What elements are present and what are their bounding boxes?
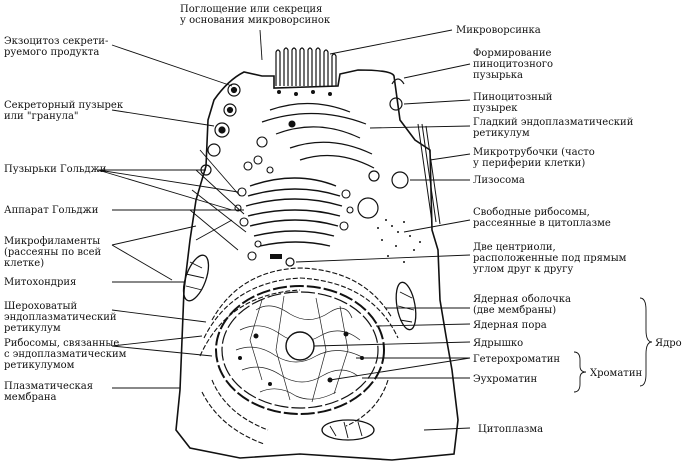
label-plasma-membrane-line-1: Плазматическая [4, 381, 93, 392]
label-centrioles-line-1: Две центриоли, [473, 242, 556, 253]
label-ribosomes-er-line-2: с эндоплазматическим [4, 349, 127, 360]
label-ribosomes-er-line-1: Рибосомы, связанные [4, 338, 119, 349]
label-microfilaments-line-1: Микрофиламенты [4, 236, 100, 247]
upper-organelles [243, 120, 296, 174]
golgi-vesicles [234, 187, 354, 261]
label-pinocytic-vesicle-line-1: Пиноцитозный [473, 92, 553, 103]
label-cytoplasm: Цитоплазма [478, 424, 543, 435]
label-rough-er-line-2: эндоплазматический [4, 312, 117, 323]
label-centrioles-line-2: расположенные под прямым [473, 253, 627, 264]
label-centrioles-line-3: углом друг к другу [473, 264, 573, 275]
label-lysosome: Лизосома [473, 175, 525, 186]
label-golgi-apparatus: Аппарат Гольджи [4, 205, 99, 216]
heterochromatin [238, 331, 364, 386]
smooth-er [261, 102, 375, 169]
label-pinocytic-vesicle-line-2: пузырек [473, 103, 518, 114]
label-nuclear-envelope-line-1: Ядерная оболочка [473, 294, 571, 305]
chromatin-network [235, 295, 365, 403]
label-rough-er-line-1: Шероховатый [4, 301, 77, 312]
microvillus-granules [277, 90, 332, 96]
label-ribosomes-er-line-3: ретикулумом [4, 360, 75, 371]
label-nuclear-pore: Ядерная пора [473, 320, 547, 331]
label-microfilaments-line-3: клетке) [4, 258, 44, 269]
label-top-uptake-line-1: Поглощение или секреция [180, 4, 322, 15]
leader-lines [97, 29, 653, 431]
label-pinocytic-formation-line-1: Формирование [473, 48, 552, 59]
secretory-vesicles [200, 83, 241, 176]
label-exocytosis-line-2: руемого продукта [4, 47, 99, 58]
microvilli [275, 47, 337, 86]
label-euchromatin: Эухроматин [473, 374, 538, 385]
microtubules [417, 123, 441, 225]
label-smooth-er-line-2: ретикулум [473, 128, 530, 139]
label-exocytosis-line-1: Экзоцитоз секрети- [4, 36, 108, 47]
centrioles [270, 254, 295, 267]
label-microvillus: Микроворсинка [456, 25, 541, 36]
label-rough-er-line-3: ретикулум [4, 323, 61, 334]
label-nuclear-envelope-line-2: (две мембраны) [473, 305, 556, 316]
label-secretory-vesicle-line-2: или "гранула" [4, 111, 79, 122]
nucleus [215, 285, 385, 415]
label-chromatin: Хроматин [590, 368, 642, 379]
label-plasma-membrane-line-2: мембрана [4, 392, 57, 403]
label-golgi-vesicles: Пузырьки Гольджи [4, 164, 107, 175]
plasma-membrane [175, 69, 459, 461]
label-microfilaments-line-2: (рассеяны по всей [4, 247, 102, 258]
nuclear-envelope [215, 285, 385, 415]
label-mitochondrion: Митохондрия [4, 277, 76, 288]
label-pinocytic-formation-line-2: пиноцитозного [473, 59, 553, 70]
pinocytic-vesicles [389, 78, 409, 189]
mitochondria [182, 254, 417, 441]
label-free-ribosomes-line-2: рассеянные в цитоплазме [473, 218, 611, 229]
golgi-apparatus [245, 177, 343, 247]
label-pinocytic-formation-line-3: пузырька [473, 70, 523, 81]
label-nucleus: Ядро [655, 338, 682, 349]
label-smooth-er-line-1: Гладкий эндоплазматический [473, 117, 634, 128]
label-secretory-vesicle-line-1: Секреторный пузырек [4, 100, 124, 111]
free-ribosomes [377, 219, 421, 263]
rough-er [199, 267, 399, 445]
label-heterochromatin: Гетерохроматин [473, 354, 560, 365]
microfilaments [189, 149, 247, 251]
label-microtubules-line-1: Микротрубочки (часто [473, 147, 595, 158]
lysosomes [357, 170, 380, 219]
nucleolus [285, 331, 315, 361]
label-nucleolus: Ядрышко [473, 338, 523, 349]
label-free-ribosomes-line-1: Свободные рибосомы, [473, 207, 590, 218]
label-top-uptake-line-2: у основания микроворсинок [180, 15, 331, 26]
label-microtubules-line-2: у периферии клетки) [473, 158, 585, 169]
